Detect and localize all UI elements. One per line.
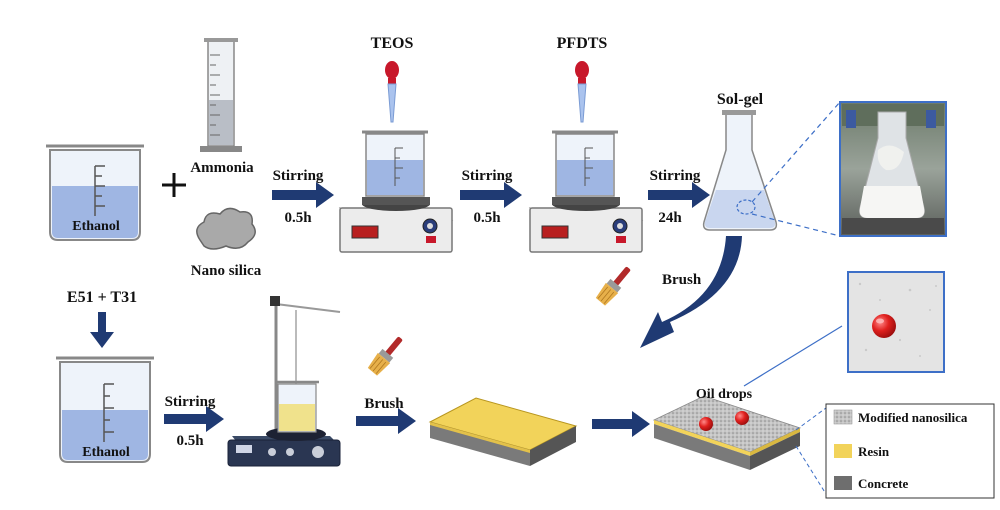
teos-label: TEOS [371, 35, 414, 52]
time-1-label: 0.5h [284, 210, 312, 226]
legend-label-resin: Resin [858, 444, 890, 459]
time-3-label: 24h [658, 210, 682, 226]
stirring-2-label: Stirring [462, 168, 513, 184]
arrow-3 [648, 182, 710, 208]
arrow-down-e51 [90, 312, 114, 348]
sol-gel-photo [839, 101, 947, 237]
resin-coated-block [428, 397, 578, 466]
arrow-2 [460, 182, 522, 208]
erlenmeyer-flask [702, 110, 778, 231]
callout-line-drop [743, 325, 843, 387]
oil-drops-label: Oil drops [696, 387, 753, 402]
beaker-stirrer-2 [552, 130, 618, 197]
callout-lines-legend [795, 407, 827, 495]
arrow-4 [164, 406, 224, 432]
time-2-label: 0.5h [473, 210, 501, 226]
beaker-stirrer-1 [362, 130, 428, 197]
legend: Modified nanosilica Resin Concrete [825, 403, 995, 499]
ethanol-bottom-label: Ethanol [82, 445, 130, 460]
brush-top-label: Brush [662, 272, 702, 288]
stirring-3-label: Stirring [650, 168, 701, 184]
brush-top-icon [595, 266, 631, 306]
beaker-stand [275, 380, 319, 433]
oil-drop-1 [699, 417, 713, 431]
callout-lines-photo [751, 101, 841, 237]
sol-gel-label: Sol-gel [717, 91, 764, 108]
oil-drop-photo [847, 271, 945, 373]
dropper-pfdts [575, 61, 589, 123]
legend-swatch-resin [834, 444, 852, 458]
stand-stirrer [227, 296, 341, 467]
beaker-ethanol-bottom [56, 356, 154, 463]
dropper-teos [385, 61, 399, 123]
time-4-label: 0.5h [176, 433, 204, 449]
nano-silica-label: Nano silica [191, 263, 262, 279]
stirrer-1 [338, 197, 454, 253]
arrow-6 [592, 411, 650, 437]
graduated-cylinder [200, 38, 242, 152]
oil-drop-2 [735, 411, 749, 425]
beaker-ethanol-top [46, 144, 144, 241]
plus-icon [162, 173, 186, 197]
e51-t31-label: E51 + T31 [67, 289, 137, 306]
legend-label-modified-nanosilica: Modified nanosilica [858, 410, 968, 425]
modified-block [652, 395, 802, 470]
ethanol-top-label: Ethanol [72, 219, 120, 234]
arrow-5 [356, 408, 416, 434]
stirring-4-label: Stirring [165, 394, 216, 410]
arrow-1 [272, 182, 334, 208]
legend-swatch-concrete [834, 476, 852, 490]
brush-bottom-icon [367, 336, 403, 376]
nano-silica-cloud [196, 207, 256, 250]
legend-label-concrete: Concrete [858, 476, 909, 491]
legend-swatch-modified-nanosilica [833, 409, 853, 425]
brush-bottom-label: Brush [364, 396, 404, 412]
curved-arrow-down [640, 236, 742, 348]
stirrer-2 [528, 197, 644, 253]
pfdts-label: PFDTS [557, 35, 608, 52]
stirring-1-label: Stirring [273, 168, 324, 184]
ammonia-label: Ammonia [190, 160, 254, 176]
